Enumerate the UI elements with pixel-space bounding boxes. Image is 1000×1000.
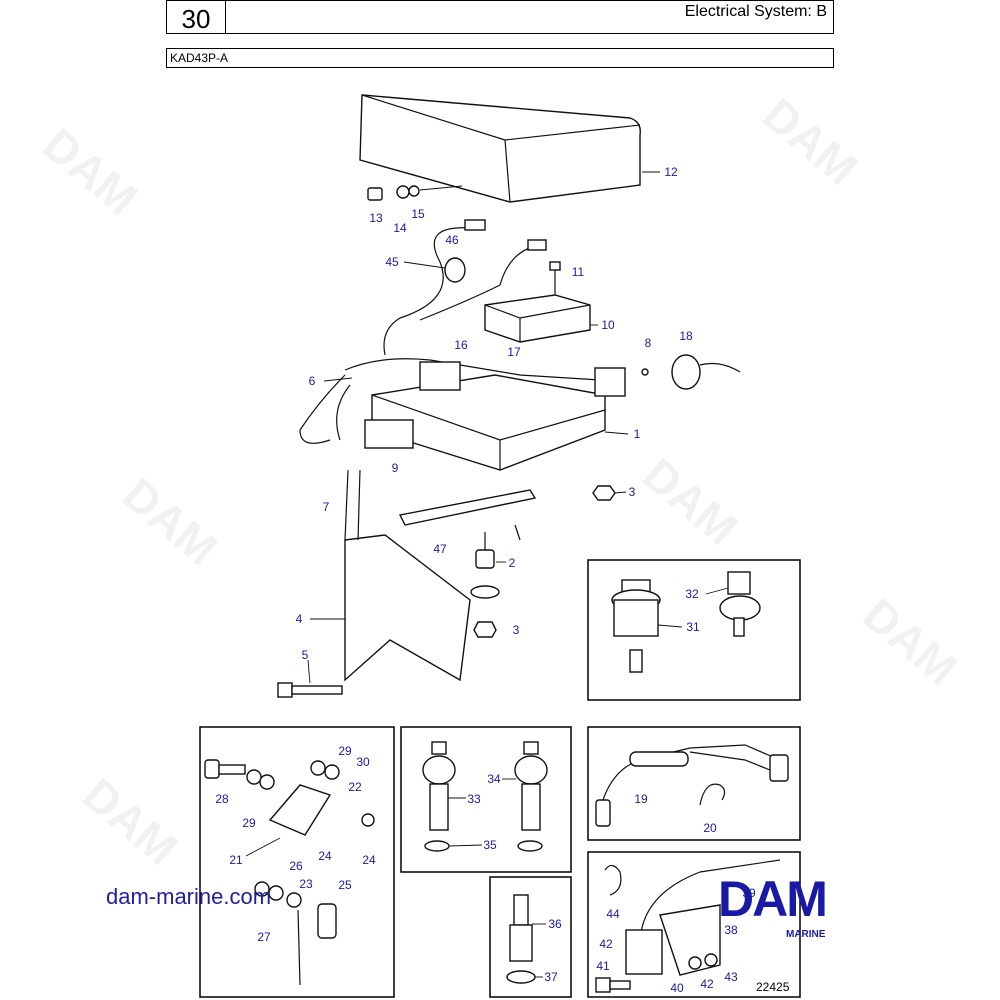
callout-35: 35 <box>483 838 497 852</box>
inset-box-temp-senders <box>400 726 572 873</box>
callout-30: 30 <box>356 755 370 769</box>
damper-part-2 <box>470 532 506 638</box>
callout-11: 11 <box>572 265 585 279</box>
callout-24: 24 <box>362 853 376 867</box>
callout-32: 32 <box>685 587 699 601</box>
callout-5: 5 <box>302 648 309 662</box>
cover-part-12 <box>359 94 660 203</box>
callout-25: 25 <box>338 878 352 892</box>
callout-29: 29 <box>338 744 352 758</box>
callout-13: 13 <box>369 211 383 225</box>
header-box: 30 Electrical System: B <box>166 0 834 34</box>
callout-28: 28 <box>215 792 229 806</box>
callout-16: 16 <box>454 338 468 352</box>
logo-subtext: MARINE <box>786 929 826 940</box>
callout-47: 47 <box>433 542 447 556</box>
inset-box-bracket <box>587 851 801 998</box>
callout-22: 22 <box>348 780 362 794</box>
watermark: DAM <box>754 88 868 195</box>
callout-4: 4 <box>296 612 303 626</box>
watermark: DAM <box>114 468 228 575</box>
callout-45: 45 <box>385 255 399 269</box>
callout-37: 37 <box>544 970 558 984</box>
callout-36: 36 <box>548 917 562 931</box>
callout-44: 44 <box>606 907 620 921</box>
callout-20: 20 <box>703 821 717 835</box>
callout-12: 12 <box>664 165 678 179</box>
callout-41: 41 <box>596 959 610 973</box>
callout-27: 27 <box>257 930 271 944</box>
callout-18: 18 <box>679 329 693 343</box>
callout-23: 23 <box>299 877 313 891</box>
callout-3: 3 <box>629 485 636 499</box>
callout-14: 14 <box>393 221 407 235</box>
callout-31: 31 <box>686 620 700 634</box>
inset-box-relay <box>199 726 395 998</box>
section-title: Electrical System: B <box>684 3 827 20</box>
nut-part-3 <box>592 485 627 501</box>
cable-part-19 <box>595 744 789 827</box>
drawing-number: 22425 <box>756 980 790 994</box>
control-unit-part-10 <box>484 261 598 343</box>
callout-42: 42 <box>599 937 613 951</box>
relay-assembly-21 <box>204 759 375 986</box>
callout-26: 26 <box>289 859 303 873</box>
inset-box-senders <box>587 559 801 701</box>
callout-6: 6 <box>309 374 316 388</box>
watermark: DAM <box>634 448 748 555</box>
watermark: DAM <box>74 768 188 875</box>
inset-box-sensor <box>489 876 572 998</box>
bracket-part-38 <box>595 859 781 993</box>
temperature-sender-34 <box>448 741 548 852</box>
cable-harness-45-46 <box>383 219 547 356</box>
bolt-part-5 <box>277 659 343 698</box>
pressure-sender-32 <box>705 571 761 637</box>
callout-17: 17 <box>507 345 521 359</box>
watermark: DAM <box>854 588 968 695</box>
callout-9: 9 <box>392 461 399 475</box>
callout-3: 3 <box>513 623 520 637</box>
callout-19: 19 <box>634 792 648 806</box>
callout-15: 15 <box>411 207 425 221</box>
bolt-washers-13-15 <box>367 185 463 201</box>
sensor-part-36 <box>506 894 546 984</box>
watermark: DAM <box>34 118 148 225</box>
callout-43: 43 <box>724 970 738 984</box>
callout-1: 1 <box>634 427 641 441</box>
callout-42: 42 <box>700 977 714 991</box>
strap-part-47 <box>398 489 537 541</box>
connector-plug-8-18 <box>594 354 741 397</box>
callout-29: 29 <box>242 816 256 830</box>
callout-39: 39 <box>742 886 756 900</box>
clip-part-20 <box>699 783 726 806</box>
callout-34: 34 <box>487 772 501 786</box>
callout-8: 8 <box>645 336 652 350</box>
temperature-sender-33 <box>422 741 466 852</box>
callout-40: 40 <box>670 981 684 995</box>
wiring-harness-part-6 <box>299 358 601 449</box>
callout-2: 2 <box>509 556 516 570</box>
callout-38: 38 <box>724 923 738 937</box>
section-number: 30 <box>167 1 226 34</box>
callout-21: 21 <box>229 853 243 867</box>
watermark-layer: DAM DAM DAM DAM DAM DAM DAM <box>34 88 968 875</box>
model-code: KAD43P-A <box>166 48 834 68</box>
callout-24: 24 <box>318 849 332 863</box>
callout-10: 10 <box>601 318 615 332</box>
website-text[interactable]: dam-marine.com <box>106 884 272 909</box>
callout-33: 33 <box>467 792 481 806</box>
bracket-part-4 <box>310 469 471 682</box>
inset-box-cable <box>587 726 801 841</box>
dam-logo: DAM <box>718 871 828 927</box>
pressure-sender-31 <box>611 579 683 673</box>
callout-7: 7 <box>323 500 330 514</box>
callout-46: 46 <box>445 233 459 247</box>
